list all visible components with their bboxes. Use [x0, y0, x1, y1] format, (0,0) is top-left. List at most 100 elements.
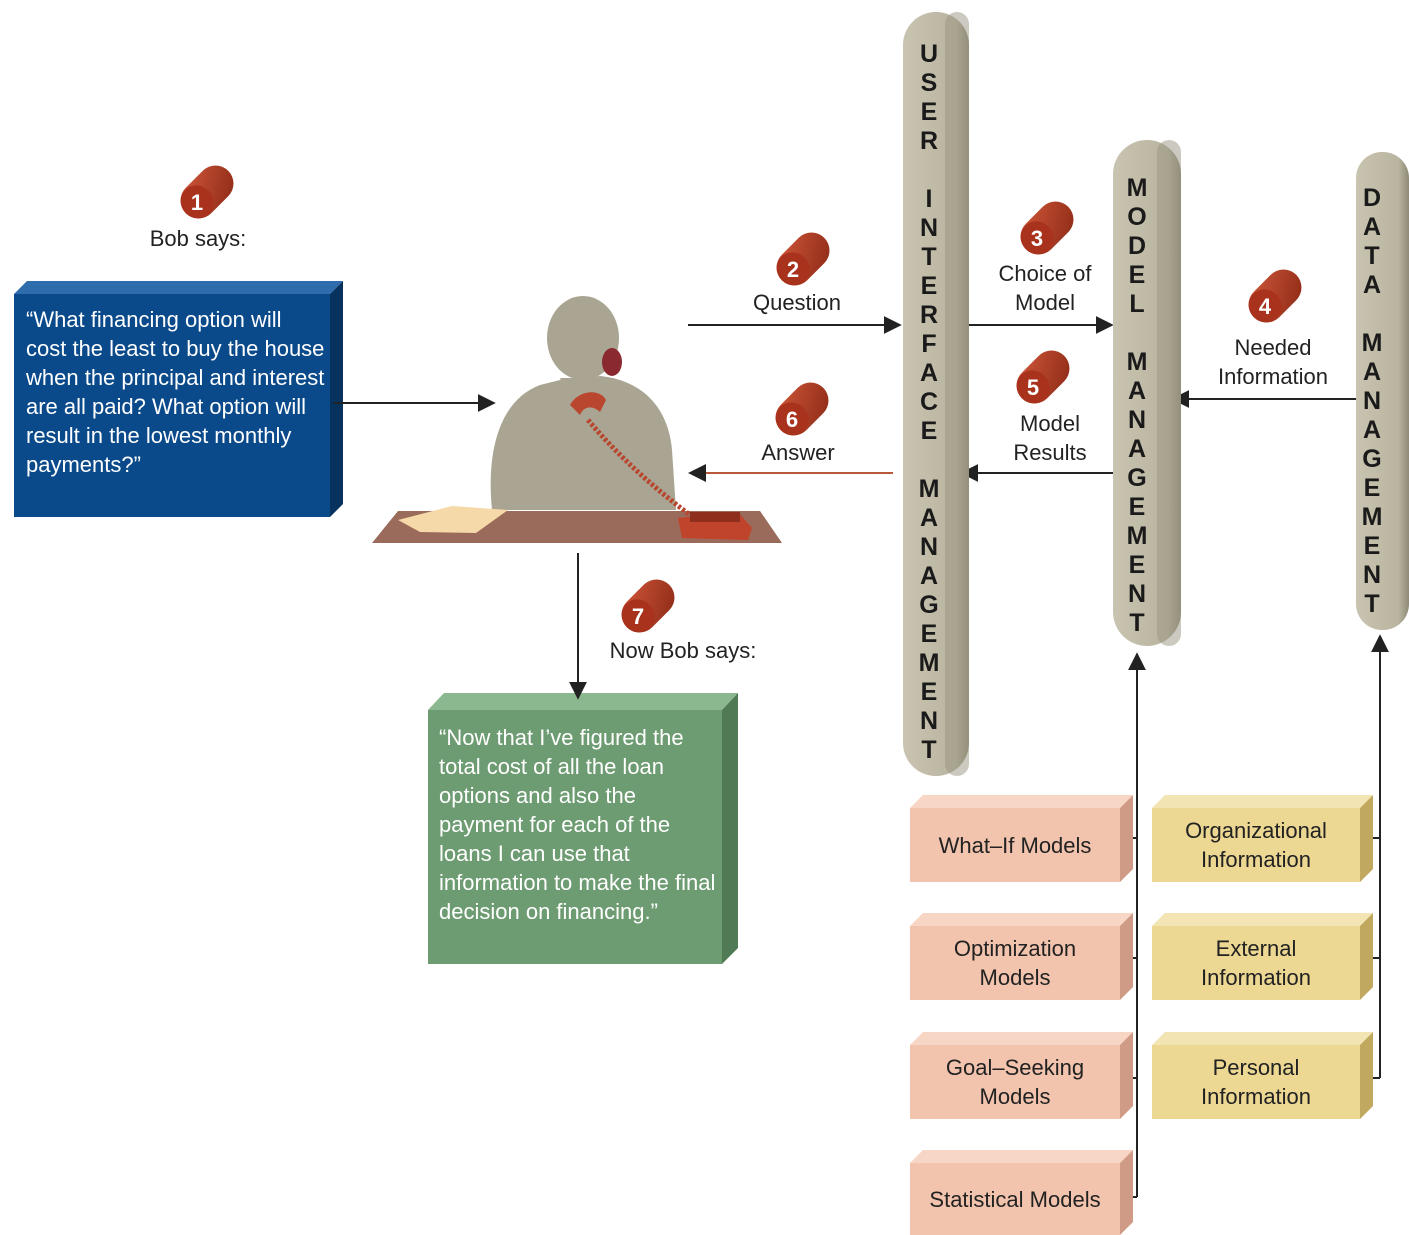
step-badge-cap: [180, 185, 214, 219]
pillar-letter: N: [1127, 406, 1147, 434]
step-badge-7: [621, 579, 675, 633]
pillar-letter: A: [919, 359, 939, 387]
pillar-letter: E: [920, 417, 938, 445]
step-badge-number: 5: [1027, 375, 1039, 400]
bob-question-text: “What financing option will cost the lea…: [26, 307, 325, 477]
pillar-letter: N: [1362, 561, 1382, 589]
pillar-letter: A: [1362, 213, 1382, 241]
data-management-pillar: [1356, 152, 1409, 630]
pillar-letter: D: [1362, 184, 1382, 212]
pillar-letter: E: [1363, 474, 1381, 502]
pillar-letter: L: [1129, 290, 1145, 318]
pillar-letter: T: [1364, 590, 1380, 618]
pillar-letter: N: [919, 214, 939, 242]
step-4-label: Needed Information: [1217, 335, 1329, 389]
pillar-letter: I: [925, 185, 933, 213]
pillar-letter: M: [1126, 348, 1148, 376]
bob-conclusion-box: [428, 693, 738, 964]
step-7-label: Now Bob says:: [609, 638, 757, 663]
pillar-letter: D: [1127, 232, 1147, 260]
pillar-letter: M: [1361, 503, 1383, 531]
pillar-letter: G: [1362, 445, 1382, 473]
pillar-letter: A: [919, 504, 939, 532]
pillar-letter: A: [1362, 271, 1382, 299]
bob-conclusion-text: “Now that I’ve figured the total cost of…: [439, 725, 716, 924]
model-management-pillar: [1113, 140, 1181, 646]
step-badge-number: 4: [1259, 294, 1272, 319]
pillar-letter: E: [920, 678, 938, 706]
pillar-letter: R: [919, 127, 939, 155]
pillar-letter: N: [919, 707, 939, 735]
step-badge-cap: [1248, 289, 1282, 323]
step-badge-4: [1248, 269, 1302, 323]
step-badge-cap: [776, 252, 810, 286]
model-boxes: [910, 795, 1133, 1235]
pillar-letter: G: [919, 591, 939, 619]
pillar-letter: E: [920, 98, 938, 126]
step-1-label: Bob says:: [149, 226, 247, 251]
pillar-letter: E: [920, 272, 938, 300]
pillar-letter: E: [1128, 493, 1146, 521]
step-badge-cap: [621, 599, 655, 633]
info-box-personal: [1152, 1032, 1373, 1119]
model-box-what-if: [910, 795, 1133, 882]
step-badge-2: [776, 232, 830, 286]
pillar-letter: G: [1127, 464, 1147, 492]
pillar-letter: N: [1127, 580, 1147, 608]
model-box-optimization: [910, 913, 1133, 1000]
model-statistical-label: Statistical Models: [929, 1186, 1101, 1212]
step-badge-number: 7: [632, 604, 644, 629]
pillar-letter: T: [1129, 609, 1145, 637]
pillar-letter: S: [920, 69, 938, 97]
step-5-label: Model Results: [1013, 411, 1087, 465]
pillar-letter: T: [921, 243, 937, 271]
pillar-letter: N: [919, 533, 939, 561]
step-badge-1: [180, 165, 234, 219]
pillar-letter: T: [1364, 242, 1380, 270]
pillar-letter: E: [1128, 261, 1146, 289]
pillar-letter: N: [1362, 387, 1382, 415]
info-external-label: External Information: [1200, 936, 1312, 990]
pillar-letter: U: [919, 40, 939, 68]
pillar-letter: T: [921, 736, 937, 764]
step-badge-number: 1: [191, 190, 203, 215]
info-organizational-label: Organizational Information: [1185, 818, 1327, 872]
step-badges: 1 2 3 4 5 6 7: [180, 165, 1302, 633]
info-box-organizational: [1152, 795, 1373, 882]
pillar-letter: M: [918, 475, 940, 503]
step-badge-cap: [1016, 370, 1050, 404]
pillar-letter: A: [919, 562, 939, 590]
info-box-external: [1152, 913, 1373, 1000]
pillar-letter: R: [919, 301, 939, 329]
pillar-letter: C: [919, 388, 939, 416]
user-interface-pillar: [903, 12, 969, 776]
step-6-label: Answer: [761, 440, 835, 465]
info-personal-label: Personal Information: [1200, 1055, 1312, 1109]
pillar-letter: M: [1361, 329, 1383, 357]
pillar-letter: A: [1362, 416, 1382, 444]
model-box-statistical: [910, 1150, 1133, 1235]
pillar-letter: E: [1128, 551, 1146, 579]
step-badge-cap: [775, 402, 809, 436]
pillar-letter: M: [1126, 522, 1148, 550]
model-box-goal-seeking: [910, 1032, 1133, 1119]
pillar-letter: O: [1127, 203, 1147, 231]
step-badge-number: 2: [787, 257, 799, 282]
bob-question-box: [14, 281, 343, 517]
telephone-icon: [570, 348, 752, 540]
pillar-letter: E: [920, 620, 938, 648]
step-badge-number: 3: [1031, 226, 1043, 251]
pillar-letter: A: [1362, 358, 1382, 386]
pillar-letter: E: [1363, 532, 1381, 560]
step-badge-number: 6: [786, 407, 798, 432]
